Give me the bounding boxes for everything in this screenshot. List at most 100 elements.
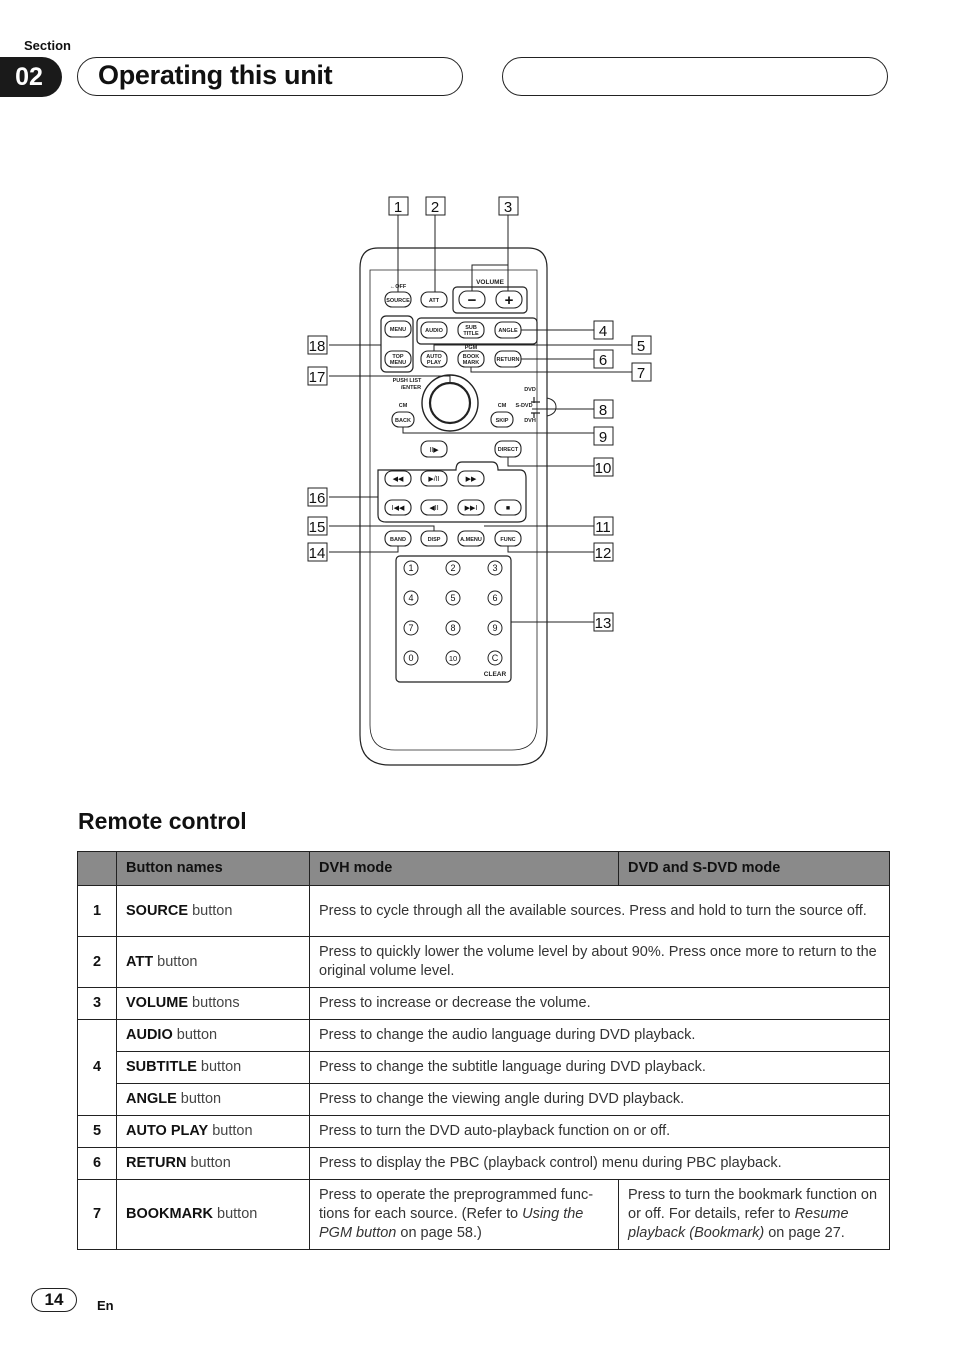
top-menu-label-2: MENU (390, 360, 406, 366)
mode-dvh-label: DVH (524, 418, 536, 424)
mode-switch (546, 397, 557, 417)
key-5: 5 (450, 593, 455, 603)
table-row: 6 RETURN button Press to display the PBC… (77, 1147, 890, 1180)
callout-7: 7 (637, 365, 645, 382)
clear-label: CLEAR (484, 671, 507, 678)
button-name: VOLUME buttons (116, 987, 310, 1020)
table-header-dvd-mode: DVD and S-DVD mode (618, 851, 890, 886)
table-row: SUBTITLE button Press to change the subt… (78, 1051, 890, 1084)
button-name: AUTO PLAY button (116, 1115, 310, 1148)
angle-label: ANGLE (498, 328, 518, 334)
step-back-glyph: ◀II (429, 505, 438, 512)
skip-label: SKIP (496, 418, 509, 424)
rewind-button (384, 470, 412, 487)
table-header-button-names: Button names (116, 851, 310, 886)
func-label: FUNC (500, 537, 515, 543)
volume-minus-glyph: − (468, 292, 477, 309)
description: Press to cycle through all the available… (309, 885, 890, 937)
remote-inner-edge (369, 269, 538, 751)
callout-6: 6 (599, 352, 607, 369)
section-number-badge: 02 (0, 57, 62, 97)
row-number: 4 (77, 1019, 117, 1116)
prev-track-glyph: I◀◀ (392, 505, 405, 512)
enter-dial (421, 374, 479, 432)
auto-play-label-2: PLAY (427, 360, 441, 366)
row-number: 3 (77, 987, 117, 1020)
remote-body (359, 247, 548, 766)
audio-label: AUDIO (425, 328, 443, 334)
table-header-num (77, 851, 117, 886)
section-label: Section (24, 38, 71, 53)
bookmark-label-1: BOOK (463, 354, 480, 360)
band-label: BAND (390, 537, 406, 543)
row-number: 1 (77, 885, 117, 937)
menu-label: MENU (390, 327, 406, 333)
description: Press to change the subtitle language du… (309, 1051, 890, 1084)
fast-forward-glyph: ▶▶ (466, 476, 477, 483)
page-number: 14 (31, 1288, 77, 1312)
button-name: SOURCE button (116, 885, 310, 937)
auto-play-label-1: AUTO (426, 354, 442, 360)
button-name: BOOKMARK button (116, 1179, 310, 1250)
description: Press to increase or decrease the volume… (309, 987, 890, 1020)
callout-12: 12 (595, 545, 612, 562)
push-list-label-2: /ENTER (401, 385, 421, 391)
key-1: 1 (408, 563, 413, 573)
title-frame (77, 57, 463, 96)
description: Press to display the PBC (playback contr… (309, 1147, 890, 1180)
table-row: 3 VOLUME buttons Press to increase or de… (77, 987, 890, 1020)
slow-button (420, 440, 448, 458)
table-row: 5 AUTO PLAY button Press to turn the DVD… (77, 1115, 890, 1148)
callout-8: 8 (599, 402, 607, 419)
empty-title-frame (502, 57, 888, 96)
table-row: 2 ATT button Press to quickly lower the … (77, 936, 890, 988)
row-number: 6 (77, 1147, 117, 1180)
button-name: ANGLE button (116, 1083, 310, 1116)
menu-button (384, 320, 412, 338)
subtitle-button (457, 321, 485, 339)
remote-control-diagram: 1 2 3 4 5 6 7 8 9 10 11 12 13 14 15 16 1… (307, 196, 652, 766)
mode-dvd-label: DVD (524, 387, 536, 393)
volume-label: VOLUME (476, 279, 504, 286)
callout-9: 9 (599, 429, 607, 446)
button-name: ATT button (116, 936, 310, 988)
volume-plus-glyph: + (505, 292, 514, 309)
next-track-button (457, 499, 485, 516)
page-title: Operating this unit (98, 60, 333, 90)
callout-16: 16 (309, 490, 326, 507)
key-9: 9 (492, 623, 497, 633)
top-menu-label-1: TOP (392, 354, 404, 360)
table-header-row: Button names DVH mode DVD and S-DVD mode (77, 851, 890, 886)
callout-13: 13 (595, 615, 612, 632)
button-name: RETURN button (116, 1147, 310, 1180)
row-number: 7 (77, 1179, 117, 1250)
prev-track-button (384, 499, 412, 516)
step-back-button (420, 499, 448, 516)
key-2: 2 (450, 563, 455, 573)
fast-forward-button (457, 470, 485, 487)
language-label: En (97, 1298, 114, 1313)
key-10: 10 (449, 654, 457, 663)
skip-button (490, 411, 514, 428)
table-row: 7 BOOKMARK button Press to operate the p… (77, 1179, 890, 1250)
bookmark-label-2: MARK (463, 360, 480, 366)
table-header-dvh-mode: DVH mode (309, 851, 619, 886)
section-heading: Remote control (78, 808, 247, 834)
next-track-glyph: ▶▶I (465, 505, 478, 512)
callout-2: 2 (431, 199, 439, 216)
button-name: AUDIO button (116, 1019, 310, 1052)
key-7: 7 (408, 623, 413, 633)
description: Press to change the audio language durin… (309, 1019, 890, 1052)
att-label: ATT (429, 298, 440, 304)
description-dvd: Press to turn the bookmark function on o… (618, 1179, 890, 1250)
key-c: C (492, 653, 499, 663)
audio-button (420, 321, 448, 339)
callout-17: 17 (309, 369, 326, 386)
volume-plus-button (495, 290, 523, 309)
callout-3: 3 (504, 199, 512, 216)
subtitle-label-1: SUB (465, 325, 477, 331)
callout-18: 18 (309, 338, 326, 355)
description: Press to change the viewing angle during… (309, 1083, 890, 1116)
stop-glyph: ■ (506, 505, 510, 512)
amenu-button (457, 530, 485, 547)
